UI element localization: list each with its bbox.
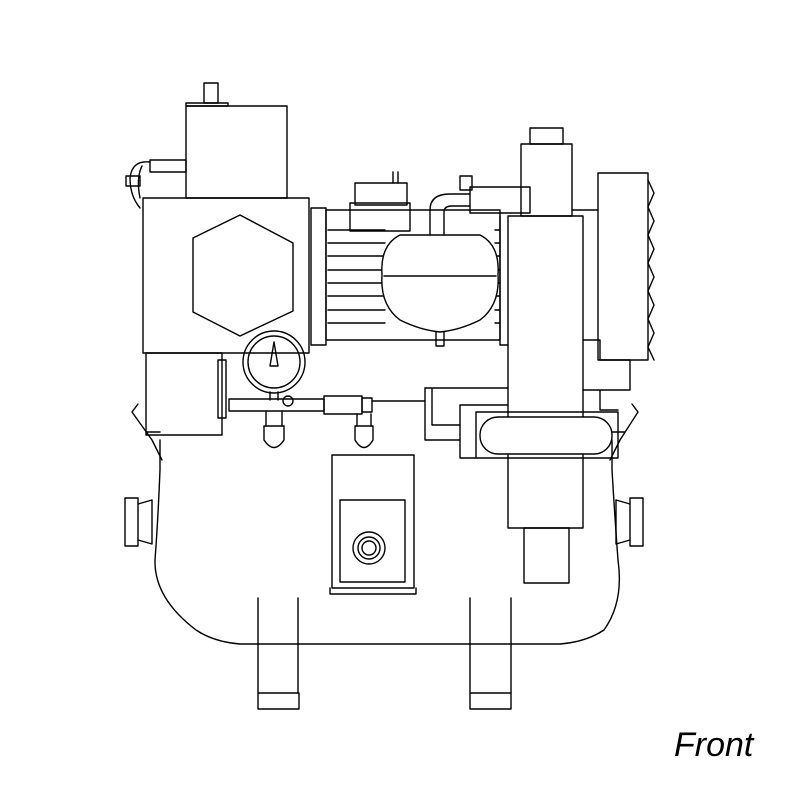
top-cap bbox=[185, 82, 229, 107]
tank-body bbox=[154, 439, 621, 645]
finned-cooler bbox=[582, 172, 655, 411]
connecting-pipe bbox=[424, 387, 509, 459]
receiver-vessel bbox=[381, 234, 499, 347]
right-cylinder bbox=[499, 127, 599, 584]
upper-block bbox=[185, 105, 288, 199]
crankcase-block bbox=[142, 197, 310, 354]
hex-plate bbox=[192, 214, 294, 337]
hose-coupling bbox=[125, 159, 187, 209]
electrical-box bbox=[329, 454, 417, 595]
left-tank-fitting bbox=[124, 497, 153, 547]
left-bracket bbox=[131, 403, 163, 461]
left-foot bbox=[257, 597, 300, 710]
pressure-gauge bbox=[242, 330, 306, 401]
view-label: Front bbox=[674, 726, 754, 764]
terminal-box bbox=[349, 171, 411, 232]
right-tank-fitting bbox=[615, 497, 644, 547]
lower-left-block bbox=[145, 352, 223, 436]
elbow-pipe bbox=[429, 175, 531, 236]
right-foot bbox=[469, 597, 512, 710]
manifold-pipe bbox=[228, 395, 426, 449]
knob bbox=[352, 531, 386, 565]
muffler bbox=[475, 411, 619, 459]
